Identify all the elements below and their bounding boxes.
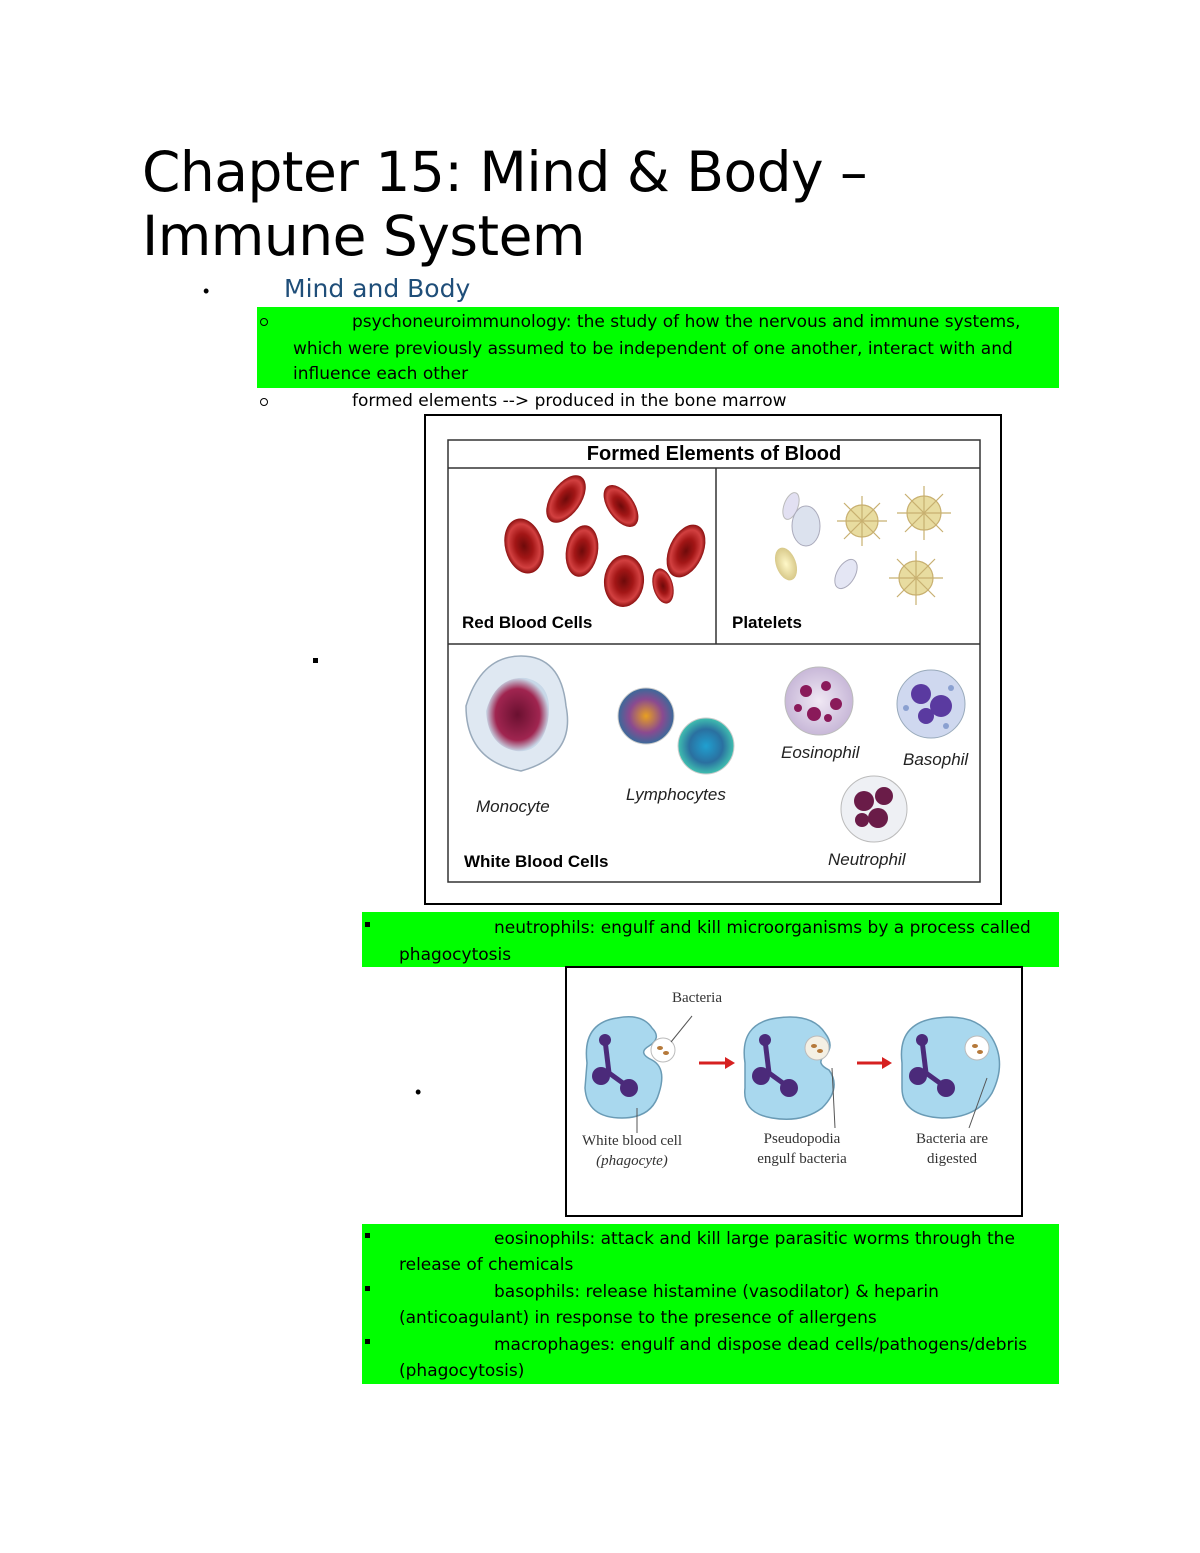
title-line-2: Immune System (142, 204, 586, 268)
pseudopodia-label-line-2: engulf bacteria (757, 1151, 847, 1167)
neutrophil-label: Neutrophil (828, 850, 906, 869)
formed-elements-text: formed elements --> produced in the bone… (352, 391, 787, 411)
bacteria-label: Bacteria (672, 990, 722, 1006)
definition-line-2: which were previously assumed to be inde… (293, 339, 1013, 359)
highlight-block-neutrophils (362, 912, 1059, 967)
title-line-1: Chapter 15: Mind & Body – (142, 140, 868, 204)
arrow-1 (699, 1057, 735, 1069)
formed-elements-figure: Formed Elements of Blood Red Blood Cells… (424, 414, 1002, 905)
neutrophils-line-1: neutrophils: engulf and kill microorgani… (494, 918, 1031, 938)
white-blood-cell-label-line-1: White blood cell (582, 1133, 682, 1149)
phagocytosis-figure: Bacteria White blood cell (phagocyte) Ps… (565, 966, 1023, 1217)
square-bullet (365, 1233, 370, 1238)
white-blood-cell-label: White blood cell (phagocyte) (567, 1131, 697, 1171)
phagocyte-stage-3 (900, 1016, 1001, 1129)
monocyte-label: Monocyte (476, 797, 550, 816)
phagocyte-stage-1 (584, 1015, 693, 1133)
section-heading: Mind and Body (284, 274, 471, 303)
white-blood-cell-label-line-2: (phagocyte) (596, 1153, 668, 1169)
eosinophils-line-2: release of chemicals (399, 1255, 574, 1275)
square-bullet (365, 1286, 370, 1291)
macrophages-line-2: (phagocytosis) (399, 1361, 525, 1381)
page-title: Chapter 15: Mind & Body – Immune System (142, 140, 1042, 268)
figure-title: Formed Elements of Blood (586, 443, 842, 465)
platelets-label: Platelets (732, 613, 802, 632)
monocyte-illustration (465, 655, 569, 772)
basophils-line-1: basophils: release histamine (vasodilato… (494, 1282, 939, 1302)
phagocyte-stage-2 (743, 1016, 836, 1129)
lymphocytes-illustration (617, 687, 735, 775)
macrophages-line-1: macrophages: engulf and dispose dead cel… (494, 1335, 1028, 1355)
red-blood-cells-illustration (504, 475, 706, 607)
circle-bullet (260, 398, 268, 406)
basophil-illustration (896, 669, 966, 739)
neutrophils-line-2: phagocytosis (399, 945, 512, 965)
phagocytosis-diagram (584, 1015, 1001, 1133)
circle-bullet (260, 318, 268, 326)
bullet-dot: • (203, 281, 210, 301)
pseudopodia-label: Pseudopodia engulf bacteria (737, 1129, 867, 1169)
eosinophil-label: Eosinophil (781, 743, 860, 762)
basophil-label: Basophil (903, 750, 969, 769)
wbc-label: White Blood Cells (464, 852, 609, 871)
arrow-2 (857, 1057, 892, 1069)
basophils-line-2: (anticoagulant) in response to the prese… (399, 1308, 877, 1328)
pseudopodia-label-line-1: Pseudopodia (763, 1131, 841, 1147)
lymphocytes-label: Lymphocytes (626, 785, 726, 804)
formed-elements-diagram (447, 439, 981, 883)
highlight-block-psychoneuroimmunology (257, 307, 1059, 388)
square-bullet (365, 1339, 370, 1344)
platelets-illustration (774, 486, 951, 605)
definition-line-3: influence each other (293, 364, 469, 384)
bullet-dot: • (415, 1082, 422, 1102)
rbc-label: Red Blood Cells (462, 613, 593, 632)
digested-label-line-2: digested (927, 1151, 977, 1167)
highlight-block-other-cells (362, 1224, 1059, 1384)
eosinophils-line-1: eosinophils: attack and kill large paras… (494, 1229, 1015, 1249)
definition-line-1: psychoneuroimmunology: the study of how … (352, 312, 1021, 332)
digested-label: Bacteria are digested (887, 1129, 1017, 1169)
eosinophil-illustration (784, 666, 854, 736)
neutrophil-illustration (840, 775, 908, 843)
square-bullet (365, 922, 370, 927)
square-bullet (313, 658, 318, 663)
digested-label-line-1: Bacteria are (915, 1131, 989, 1147)
